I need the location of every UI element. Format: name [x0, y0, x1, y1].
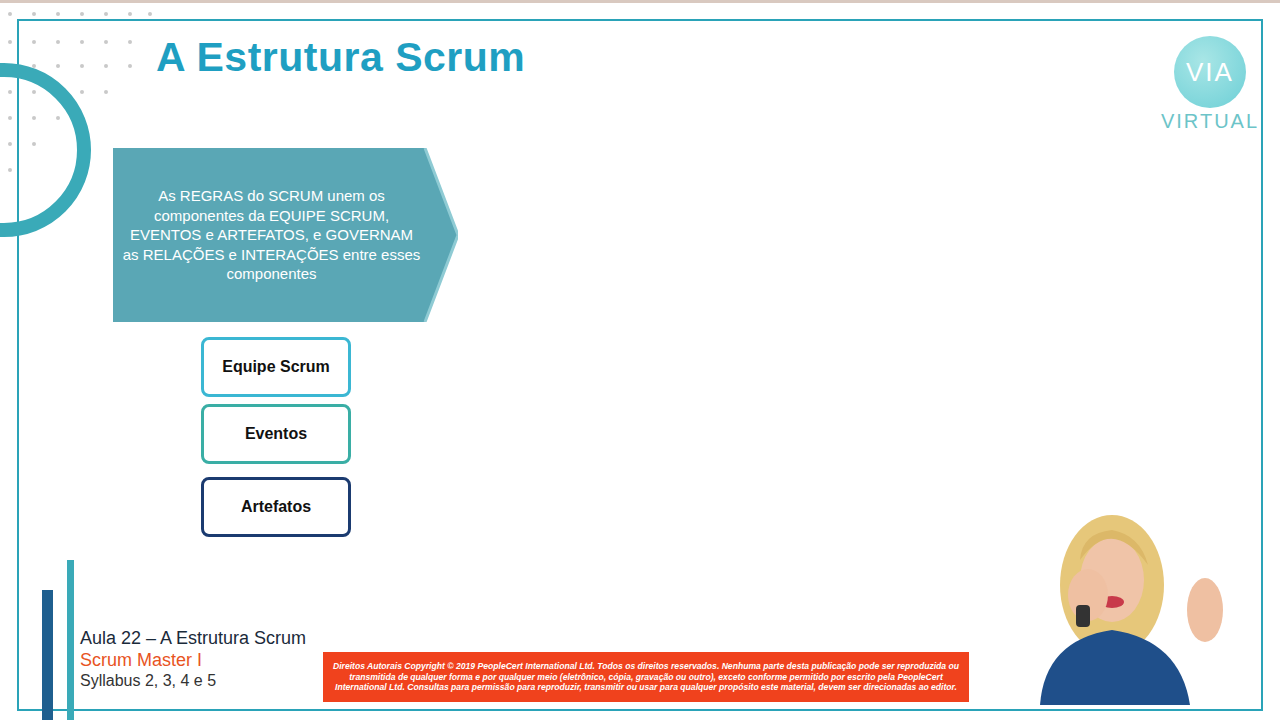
footer-label: Scrum Master I [80, 650, 202, 671]
arrow-fill [113, 148, 458, 322]
footer-label: Aula 22 – A Estrutura Scrum [80, 628, 306, 649]
copyright-text: Direitos Autorais Copyright © 2019 Peopl… [331, 661, 961, 693]
component-box: Eventos [201, 404, 351, 464]
footer-label: Syllabus 2, 3, 4 e 5 [80, 672, 216, 690]
presenter-illustration [1010, 505, 1245, 705]
logo-caption: VIRTUAL [1161, 110, 1259, 133]
frame [18, 20, 1262, 710]
deco-bar [42, 590, 53, 720]
logo-text: VIA [1186, 57, 1234, 88]
slide-title: A Estrutura Scrum [156, 34, 525, 81]
component-box: Artefatos [201, 477, 351, 537]
arrow-edge [425, 148, 458, 322]
deco-bar [67, 560, 74, 720]
box-label: Eventos [245, 425, 307, 443]
banner-text: As REGRAS do SCRUM unem os componentes d… [122, 186, 422, 284]
arrow-banner: As REGRAS do SCRUM unem os componentes d… [113, 148, 458, 322]
box-label: Artefatos [241, 498, 311, 516]
logo-circle: VIAVIRTUAL [1174, 36, 1246, 108]
copyright-box: Direitos Autorais Copyright © 2019 Peopl… [323, 652, 969, 702]
arrow-content: As REGRAS do SCRUM unem os componentes d… [119, 148, 424, 322]
box-label: Equipe Scrum [222, 358, 330, 376]
component-box: Equipe Scrum [201, 337, 351, 397]
top-strip [0, 0, 1280, 3]
deco-ring [0, 70, 84, 230]
